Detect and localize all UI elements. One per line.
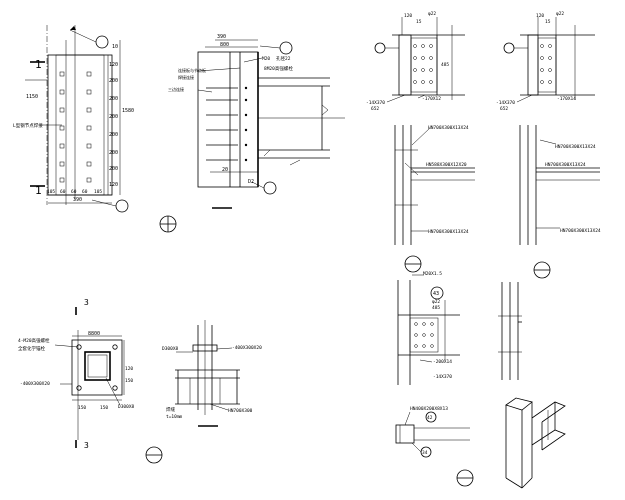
- detail-beam-splice-d: HN700X300X13X24 HN700X300X13X24 HN700X30…: [519, 125, 601, 245]
- circle-label-1: 42: [427, 415, 433, 421]
- detail-label-3: φ22: [432, 299, 440, 305]
- dim-a-8: 120: [109, 182, 118, 188]
- detail-column-segment: [498, 282, 522, 380]
- detail-plate-elevation: 1 1 120 200 200 200 200 200 200 120 1580…: [13, 25, 134, 213]
- dim-bottom-1: 105: [47, 189, 55, 195]
- plate-b-label-1: -14X370: [496, 100, 515, 106]
- dim-390: 390: [73, 197, 82, 203]
- bolt-dots: [244, 86, 248, 162]
- note-top-1: 连接板与节点板: [178, 67, 206, 73]
- plate-b-dim-2: 15: [545, 19, 551, 25]
- weld-col-label: D300X8: [162, 346, 179, 352]
- plate-a-dim-3: φ22: [428, 11, 436, 17]
- dim-d2: D2: [248, 179, 254, 185]
- plate-a-label-2: -170X12: [422, 96, 441, 102]
- weld-plate-label: -400X300X20: [232, 345, 262, 351]
- beam-c-label-2: HN588X300X12X20: [426, 162, 467, 168]
- dim-bottom-2: 60: [60, 189, 66, 195]
- base-note-1: 4-M20高强螺栓: [18, 337, 50, 344]
- beam-d-label-1: HN700X300X13X24: [555, 144, 596, 150]
- base-section-mark-top: 3: [84, 298, 89, 307]
- detail-bolted-splice: M20X1.5 43 φ22 485 -200X14 -14X370: [397, 271, 460, 385]
- splice-holes: [414, 322, 434, 348]
- weld-size: t=10mm: [166, 414, 183, 420]
- detail-column-isometric: [505, 397, 566, 489]
- beam-c-label-1: HN700X300X13X24: [428, 125, 469, 131]
- detail-label-1: M20X1.5: [423, 271, 442, 277]
- beam-e-label: HN400X200X8X13: [410, 406, 448, 412]
- base-dim-side-2: 150: [125, 378, 133, 384]
- plate-a-label-3: 652: [371, 106, 379, 112]
- plate-b-label-2: -170X14: [557, 96, 576, 102]
- base-dim-side-1: 120: [125, 366, 133, 372]
- detail-secondary-beam: HN400X200X8X13 42 34: [395, 406, 470, 458]
- note-hole: 孔径22: [276, 55, 291, 62]
- dim-bottom-4: 60: [82, 189, 88, 195]
- section-mark-bottom: 1: [35, 184, 42, 197]
- beam-d-label-3: HN700X300X13X24: [560, 228, 601, 234]
- section-mark-top: 1: [35, 58, 42, 71]
- base-dim-top: 8800: [88, 331, 100, 337]
- dim-a-6: 200: [109, 150, 118, 156]
- plate-b-dim-3: φ22: [556, 11, 564, 17]
- detail-plate-a: 120 15 φ22 485 -14X370 -170X12 652: [366, 11, 465, 112]
- base-plate: -400X300X20: [20, 381, 50, 387]
- detail-base-elevation: D300X8 -400X300X20 焊缝 t=10mm HN700X300: [162, 320, 262, 427]
- base-dim-bottom-1: 150: [78, 405, 86, 411]
- detail-beam-splice-c: HN700X300X13X24 HN588X300X12X20 HN700X30…: [394, 125, 475, 245]
- dim-a-7: 200: [109, 166, 118, 172]
- note-top-2: 焊接连接: [178, 74, 194, 80]
- weld-beam-label: HN700X300: [228, 408, 253, 414]
- base-note-2: 全套化学锚栓: [18, 345, 45, 352]
- plate-b-label-3: 652: [500, 106, 508, 112]
- dim-390c: 390: [217, 34, 226, 40]
- bolt-holes: [59, 71, 92, 183]
- beam-c-label-3: HN700X300X13X24: [428, 229, 469, 235]
- beam-d-label-2: HN700X300X13X24: [545, 162, 586, 168]
- dim-a-4: 200: [109, 114, 118, 120]
- detail-beam-column: 390 800 连接板与节点板 焊接连接 三边连接 M20: [168, 34, 345, 209]
- plate-a-dim-2: 15: [416, 19, 422, 25]
- plate-a-dim-1: 120: [404, 13, 412, 19]
- note-bolt: M20: [262, 56, 270, 62]
- dim-bottom-3: 60: [71, 189, 77, 195]
- dim-a-2: 200: [109, 78, 118, 84]
- note-top-3: 三边连接: [168, 86, 184, 92]
- circle-label-2: 34: [422, 450, 428, 456]
- plate-a-label-1: -14X370: [366, 100, 385, 106]
- detail-column-base: 3 3 8800 4-M20高强螺栓 全套化学锚栓 -400X300X20 12…: [18, 298, 135, 450]
- left-note: L型钢节点焊接: [13, 122, 43, 129]
- dim-1150: 1150: [26, 94, 38, 100]
- dim-1580: 1580: [122, 108, 134, 114]
- dim-a-3: 200: [109, 96, 118, 102]
- detail-label-5: -200X14: [433, 359, 452, 365]
- detail-label-6: -14X370: [433, 374, 452, 380]
- dim-10: 10: [112, 44, 118, 50]
- base-section-mark-bot: 3: [84, 441, 89, 450]
- detail-plate-b: 120 15 φ22 -14X370 -170X14 652: [496, 11, 595, 112]
- plate-b-dim-1: 120: [536, 13, 544, 19]
- note-bolt2: 8M20高强螺栓: [264, 65, 293, 72]
- plate-a-holes: [413, 44, 433, 84]
- dim-20: 20: [222, 167, 228, 173]
- detail-label-2: 43: [433, 291, 439, 297]
- dim-bottom-5: 105: [94, 189, 102, 195]
- base-dim-bottom-2: 150: [100, 405, 108, 411]
- plate-a-dim-4: 485: [441, 62, 449, 68]
- dim-a-5: 200: [109, 132, 118, 138]
- weld-note: 焊缝: [166, 406, 175, 413]
- dim-a-1: 120: [109, 62, 118, 68]
- base-col: D300X8: [118, 404, 135, 410]
- plate-b-holes: [540, 44, 552, 84]
- detail-label-4: 485: [432, 305, 440, 311]
- dim-800: 800: [220, 42, 229, 48]
